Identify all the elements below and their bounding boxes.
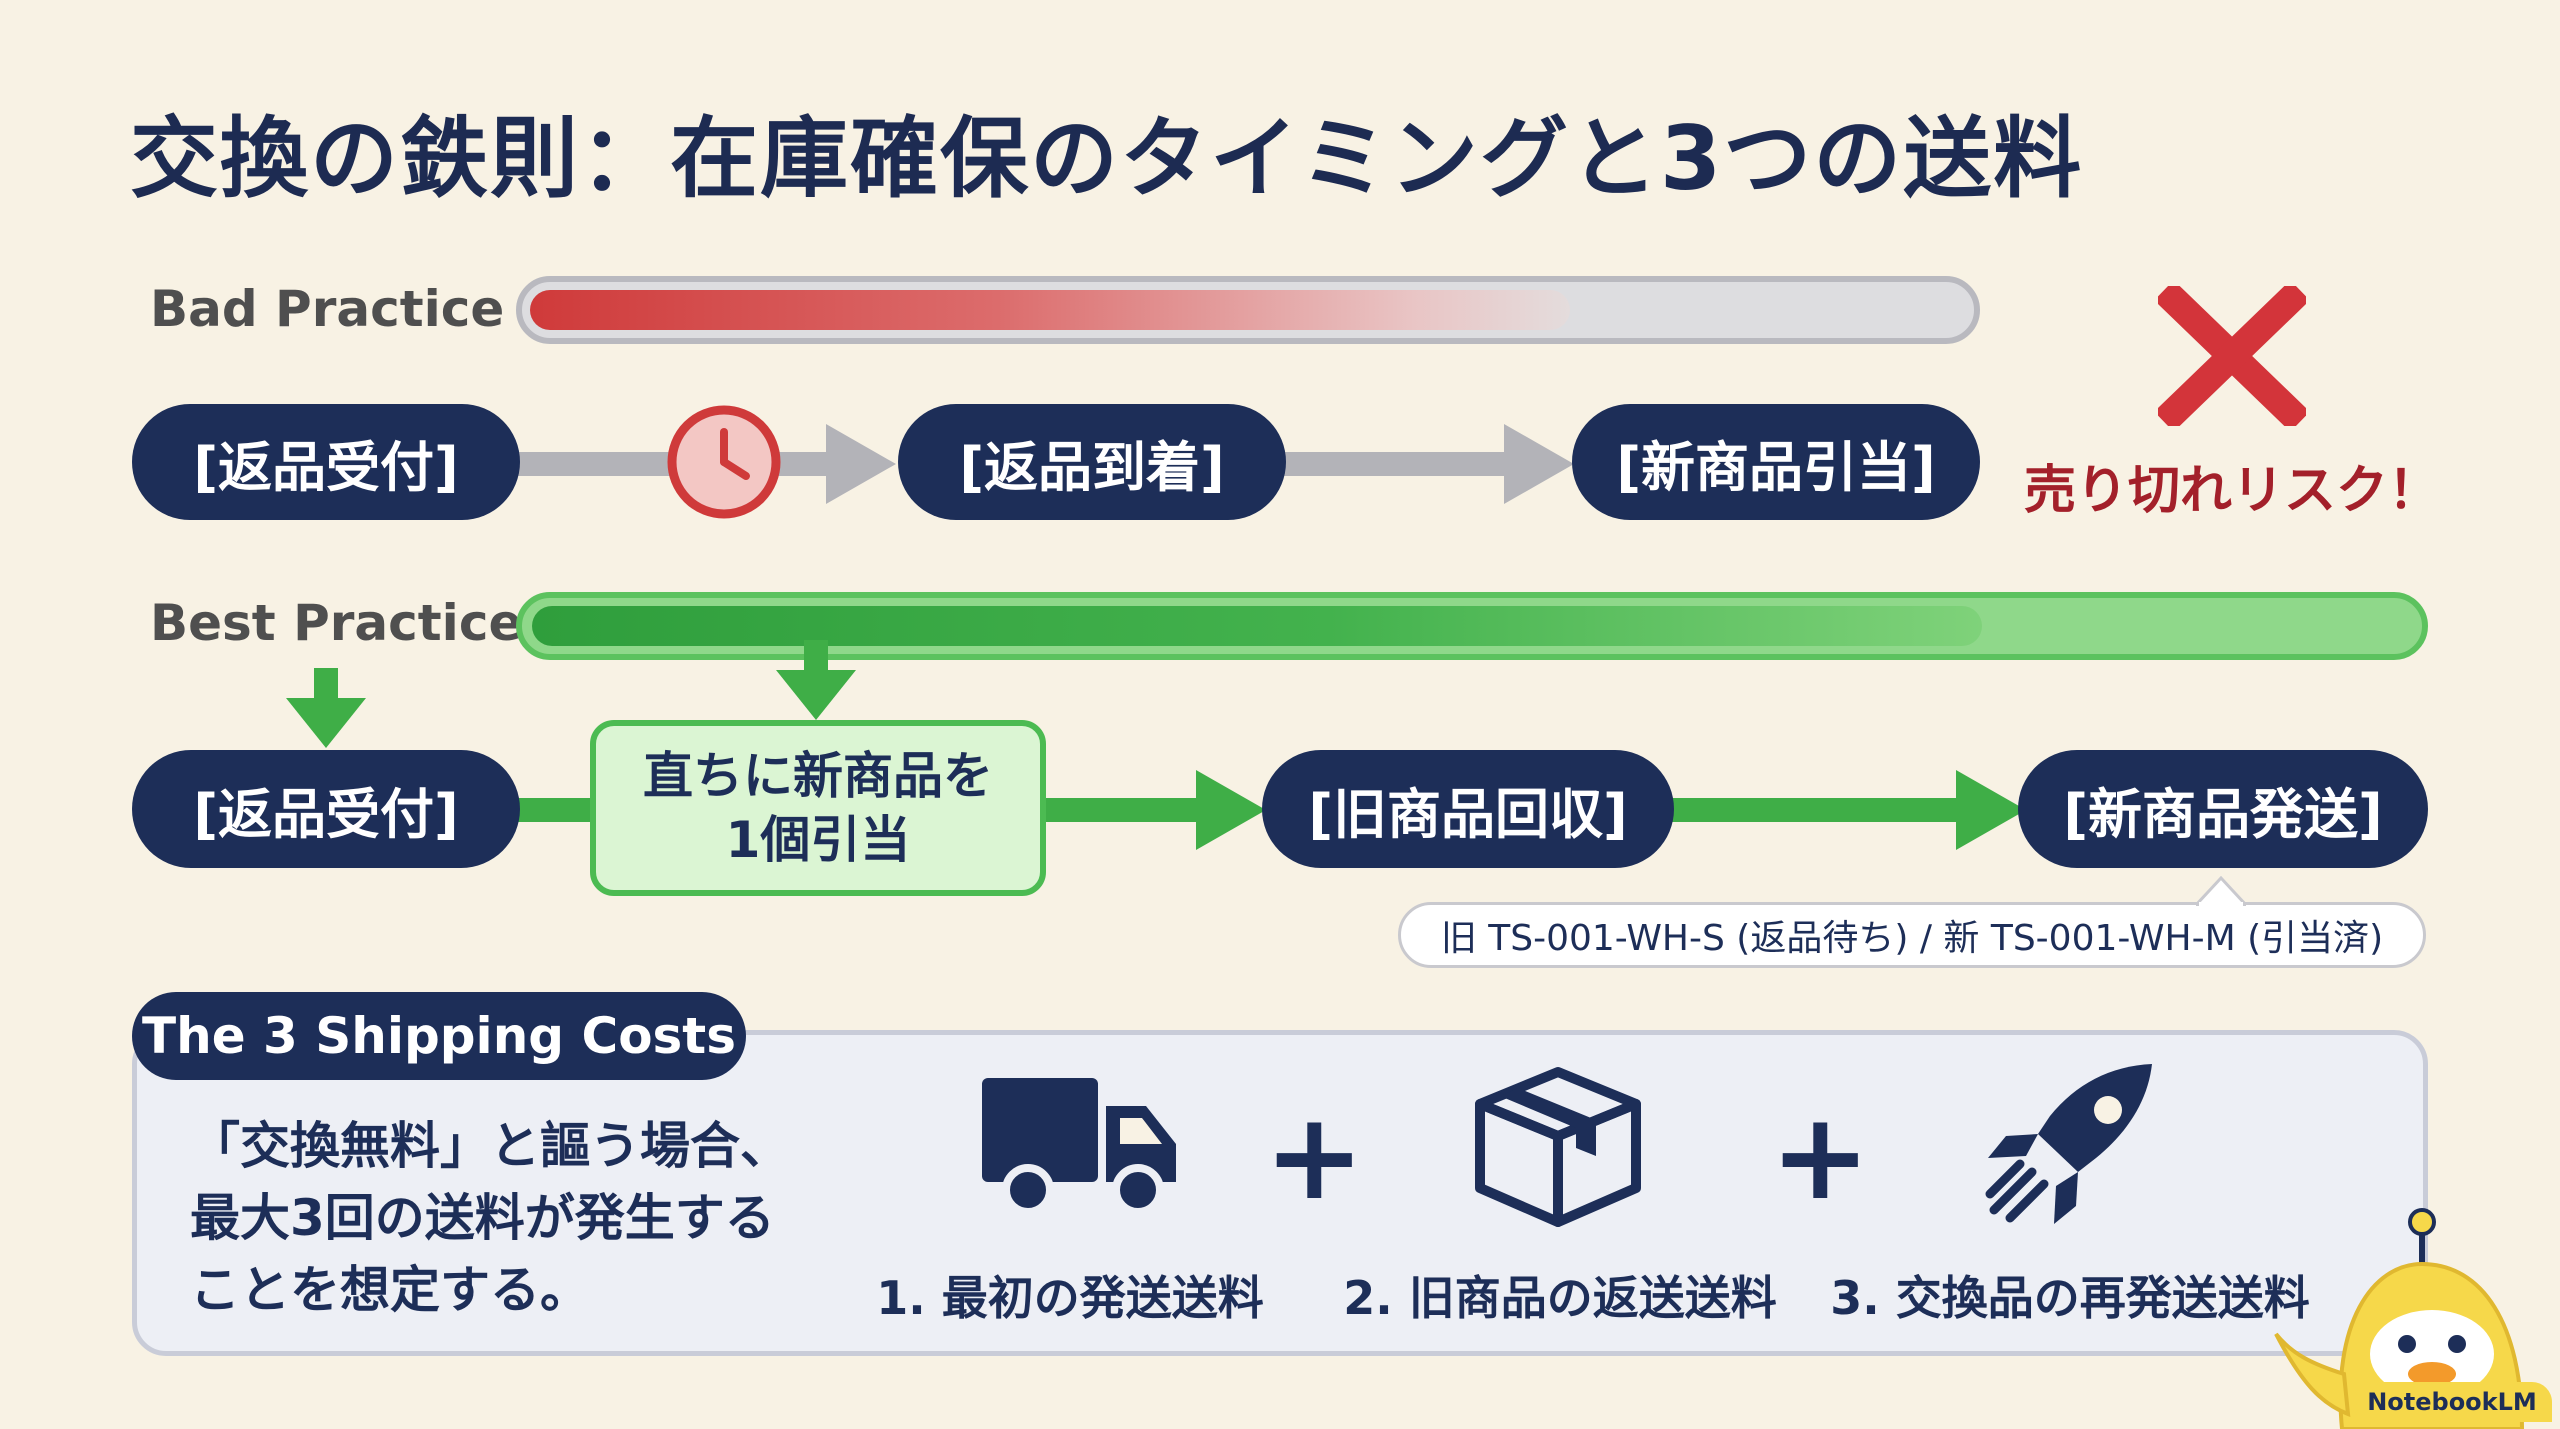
clock-icon <box>667 405 781 519</box>
brand-badge: NotebookLM <box>2352 1382 2552 1422</box>
bad-step-allocate-new: [新商品引当] <box>1572 404 1980 520</box>
bad-practice-label: Bad Practice <box>150 280 505 338</box>
bad-practice-timeline-fill <box>530 290 1570 330</box>
bad-step-return-arrived: [返品到着] <box>898 404 1286 520</box>
bad-connector-1 <box>514 452 674 476</box>
shipping-desc-line-1: 「交換無料」と謳う場合、 <box>190 1117 790 1175</box>
shipping-costs-panel <box>132 1030 2428 1356</box>
shipping-desc-line-3: ことを想定する。 <box>190 1261 590 1319</box>
best-practice-timeline-fill <box>532 606 1982 646</box>
best-step-ship-new: [新商品発送] <box>2018 750 2428 868</box>
bad-arrow-2 <box>1504 424 1574 504</box>
best-connector-2 <box>1036 798 1206 822</box>
allocate-line-2: 1個引当 <box>725 811 911 869</box>
cost-label-initial-shipping: 1. 最初の発送送料 <box>876 1271 1264 1325</box>
shipping-desc-line-2: 最大3回の送料が発生する <box>190 1189 775 1247</box>
page-title: 交換の鉄則：在庫確保のタイミングと3つの送料 <box>130 107 2084 210</box>
plus-sign-1: + <box>1264 1088 1365 1227</box>
allocate-immediately-box: 直ちに新商品を 1個引当 <box>590 720 1046 896</box>
down-arrow-2 <box>776 640 856 720</box>
plus-sign-2: + <box>1770 1088 1871 1227</box>
rocket-icon <box>1985 1064 2152 1224</box>
allocate-line-1: 直ちに新商品を <box>643 747 993 805</box>
truck-icon <box>982 1078 1176 1214</box>
best-practice-label: Best Practice <box>150 594 523 652</box>
bad-arrow-1 <box>826 424 896 504</box>
bad-step-return-received: [返品受付] <box>132 404 520 520</box>
shipping-description: 「交換無料」と謳う場合、 最大3回の送料が発生する ことを想定する。 <box>190 1110 790 1326</box>
note-pointer <box>2196 876 2246 906</box>
best-connector-3 <box>1666 798 1966 822</box>
shipping-costs-header: The 3 Shipping Costs <box>132 992 746 1080</box>
best-arrow-1 <box>1196 770 1266 850</box>
best-arrow-2 <box>1956 770 2026 850</box>
best-step-return-received: [返品受付] <box>132 750 520 868</box>
sold-out-risk-text: 売り切れリスク！ <box>2024 461 2441 521</box>
best-step-collect-old: [旧商品回収] <box>1262 750 1674 868</box>
cost-label-return-shipping: 2. 旧商品の返送送料 <box>1343 1271 1777 1325</box>
box-icon <box>1475 1067 1641 1227</box>
sku-status-note: 旧 TS-001-WH-S (返品待ち) / 新 TS-001-WH-M (引当… <box>1398 902 2426 968</box>
bad-connector-3 <box>1284 452 1514 476</box>
cost-label-reshipping: 3. 交換品の再発送送料 <box>1830 1271 2310 1325</box>
cross-icon <box>2158 286 2306 426</box>
down-arrow-1 <box>286 668 366 748</box>
best-connector-1 <box>514 798 594 822</box>
